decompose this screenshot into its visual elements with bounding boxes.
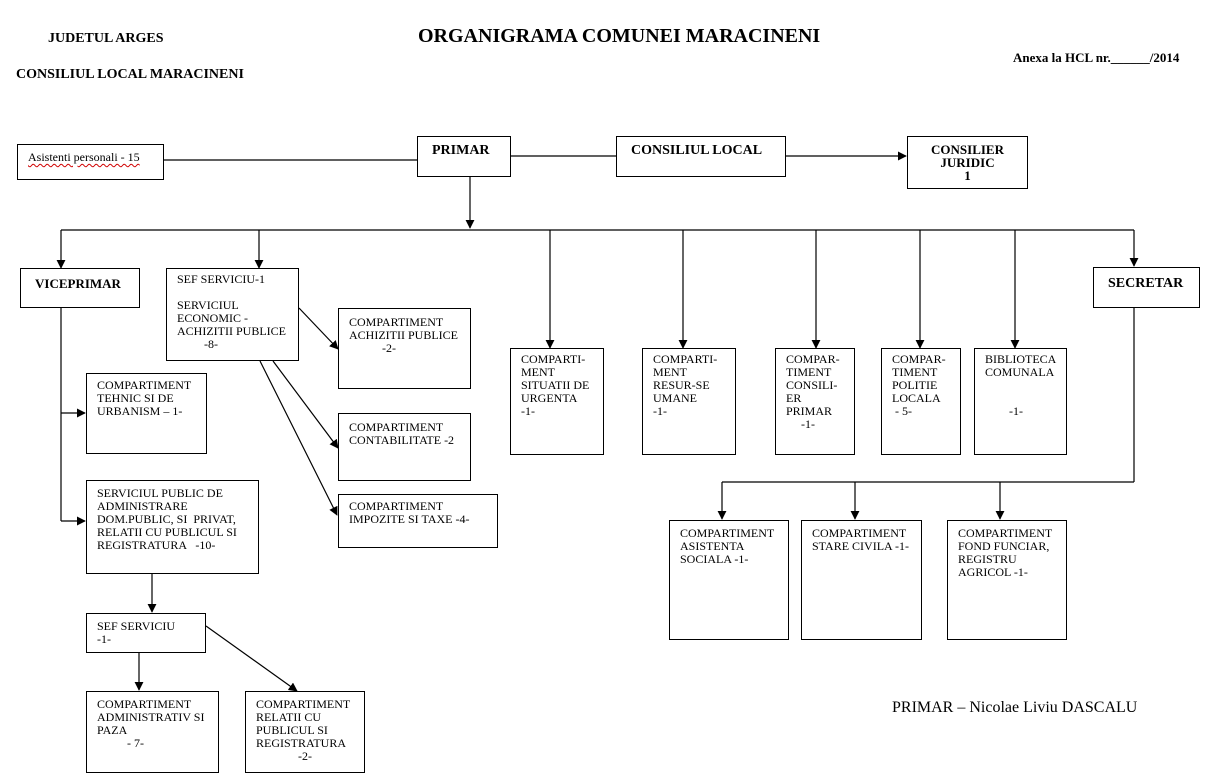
page-title: ORGANIGRAMA COMUNEI MARACINENI: [418, 25, 821, 47]
asistenti-label: Asistenti personali - 15: [28, 150, 140, 164]
connector-economic-achizitii: [298, 307, 339, 350]
stare-civila-label: COMPARTIMENT STARE CIVILA -1-: [812, 526, 910, 553]
consilier-primar-label: COMPAR- TIMENT CONSILI- ER PRIMAR -1-: [786, 352, 840, 431]
biblioteca-label: BIBLIOTECA COMUNALA -1-: [985, 352, 1057, 418]
box-sef-serviciu: SEF SERVICIU -1-: [86, 613, 206, 653]
box-asistenti-personali: Asistenti personali - 15: [17, 144, 164, 180]
resurse-label: COMPARTI- MENT RESUR-SE UMANE -1-: [653, 352, 718, 418]
achizitii-label: COMPARTIMENT ACHIZITII PUBLICE -2-: [349, 315, 458, 355]
situatii-label: COMPARTI- MENT SITUATII DE URGENTA -1-: [521, 352, 590, 418]
connector-sef-relatii: [205, 625, 298, 692]
box-compartiment-fond-funciar: COMPARTIMENT FOND FUNCIAR, REGISTRU AGRI…: [947, 520, 1067, 640]
asistenta-label: COMPARTIMENT ASISTENTA SOCIALA -1-: [680, 526, 775, 566]
box-compartiment-tehnic: COMPARTIMENT TEHNIC SI DE URBANISM – 1-: [86, 373, 207, 454]
box-compartiment-relatii: COMPARTIMENT RELATII CU PUBLICUL SI REGI…: [245, 691, 365, 773]
consiliu-label: CONSILIUL LOCAL: [631, 143, 763, 158]
impozite-label: COMPARTIMENT IMPOZITE SI TAXE -4-: [349, 499, 470, 526]
box-biblioteca-comunala: BIBLIOTECA COMUNALA -1-: [974, 348, 1067, 455]
primar-label: PRIMAR: [432, 143, 490, 158]
contabilitate-label: COMPARTIMENT CONTABILITATE -2: [349, 420, 455, 447]
box-compartiment-politie-locala: COMPAR- TIMENT POLITIE LOCALA - 5-: [881, 348, 961, 455]
box-compartiment-situatii-urgenta: COMPARTI- MENT SITUATII DE URGENTA -1-: [510, 348, 604, 455]
box-compartiment-administrativ: COMPARTIMENT ADMINISTRATIV SI PAZA - 7-: [86, 691, 219, 773]
viceprimar-label: VICEPRIMAR: [35, 276, 121, 291]
box-serviciul-economic: SEF SERVICIU-1 SERVICIUL ECONOMIC - ACHI…: [166, 268, 299, 361]
sef-serviciu-label: SEF SERVICIU -1-: [97, 619, 176, 646]
annex-label: Anexa la HCL nr.______/2014: [1013, 50, 1180, 65]
county-label: JUDETUL ARGES: [48, 31, 164, 46]
box-consilier-juridic: CONSILIER JURIDIC 1: [907, 136, 1028, 189]
box-serviciul-public: SERVICIUL PUBLIC DE ADMINISTRARE DOM.PUB…: [86, 480, 259, 574]
council-label: CONSILIUL LOCAL MARACINENI: [16, 67, 244, 82]
box-viceprimar: VICEPRIMAR: [20, 268, 140, 308]
politie-label: COMPAR- TIMENT POLITIE LOCALA - 5-: [892, 352, 946, 418]
box-consiliul-local: CONSILIUL LOCAL: [616, 136, 786, 177]
box-compartiment-contabilitate: COMPARTIMENT CONTABILITATE -2: [338, 413, 471, 481]
box-primar: PRIMAR: [417, 136, 511, 177]
box-compartiment-achizitii: COMPARTIMENT ACHIZITII PUBLICE -2-: [338, 308, 471, 389]
connector-economic-impozite: [259, 360, 338, 516]
administrativ-label: COMPARTIMENT ADMINISTRATIV SI PAZA - 7-: [97, 697, 205, 750]
fond-funciar-label: COMPARTIMENT FOND FUNCIAR, REGISTRU AGRI…: [958, 526, 1053, 579]
box-compartiment-asistenta-sociala: COMPARTIMENT ASISTENTA SOCIALA -1-: [669, 520, 789, 640]
signature-line: PRIMAR – Nicolae Liviu DASCALU: [892, 699, 1138, 716]
secretar-label: SECRETAR: [1108, 276, 1184, 291]
relatii-label: COMPARTIMENT RELATII CU PUBLICUL SI REGI…: [256, 697, 351, 763]
tehnic-label: COMPARTIMENT TEHNIC SI DE URBANISM – 1-: [97, 378, 192, 418]
consilier-juridic-label: CONSILIER JURIDIC 1: [931, 142, 1004, 183]
box-compartiment-resurse-umane: COMPARTI- MENT RESUR-SE UMANE -1-: [642, 348, 736, 455]
box-secretar: SECRETAR: [1093, 267, 1200, 308]
box-compartiment-impozite: COMPARTIMENT IMPOZITE SI TAXE -4-: [338, 494, 498, 548]
box-compartiment-stare-civila: COMPARTIMENT STARE CIVILA -1-: [801, 520, 922, 640]
serviciul-public-label: SERVICIUL PUBLIC DE ADMINISTRARE DOM.PUB…: [97, 486, 237, 552]
serviciul-economic-label: SEF SERVICIU-1 SERVICIUL ECONOMIC - ACHI…: [177, 272, 286, 351]
box-compartiment-consilier-primar: COMPAR- TIMENT CONSILI- ER PRIMAR -1-: [775, 348, 855, 455]
connector-economic-contabilitate: [272, 360, 339, 449]
